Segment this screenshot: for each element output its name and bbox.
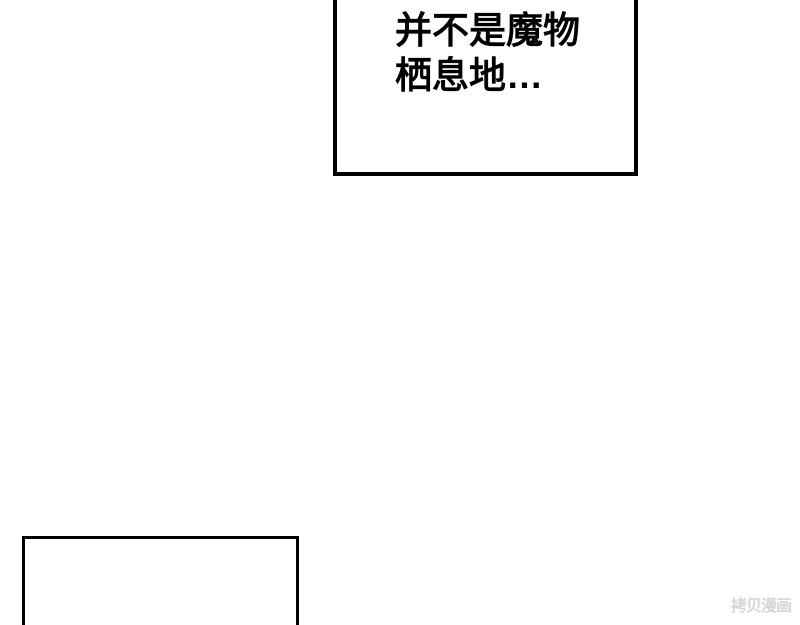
speech-bubble-bottom-left — [22, 536, 299, 625]
speech-line-2: 栖息地… — [395, 55, 543, 96]
watermark-text: 拷贝漫画 — [731, 598, 792, 615]
speech-bubble-text: 并不是魔物 栖息地… — [395, 8, 580, 98]
speech-line-1: 并不是魔物 — [395, 10, 580, 51]
speech-bubble-top: 并不是魔物 栖息地… — [333, 0, 638, 176]
